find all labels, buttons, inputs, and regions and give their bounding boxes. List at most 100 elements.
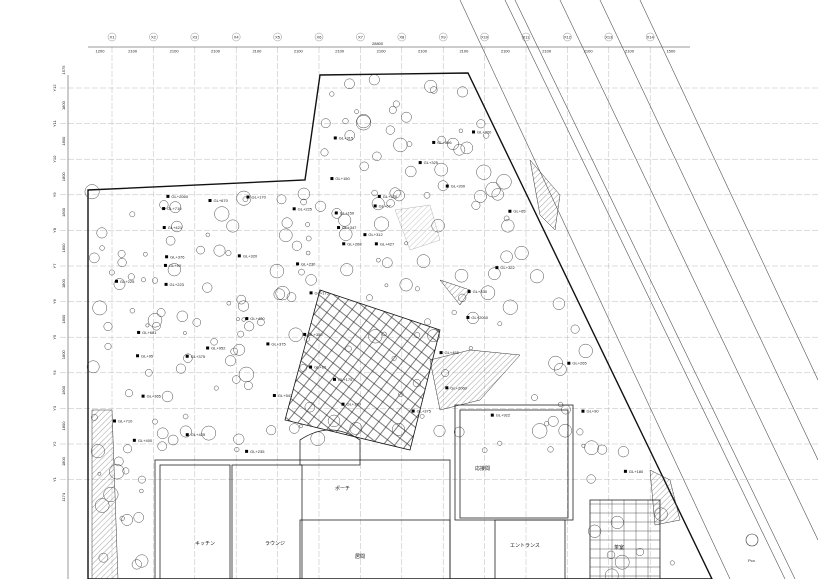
level-marker-icon	[334, 211, 338, 215]
level-label: GL+425	[191, 432, 206, 437]
grid-label-x: X13	[605, 35, 613, 40]
grid-label-y: Y7	[52, 263, 57, 269]
level-marker-icon	[581, 409, 585, 413]
level-label: GL+67	[379, 203, 392, 208]
grid-bubble-x	[107, 32, 117, 42]
tree-symbol	[451, 309, 457, 316]
tree-symbol	[109, 464, 125, 480]
tree-symbol	[339, 227, 353, 241]
grid-label-x: X1	[110, 35, 116, 40]
tree-symbol	[388, 106, 397, 114]
tree-symbol	[345, 345, 352, 353]
grid-label-x: X6	[317, 35, 323, 40]
total-dimension: 28800	[372, 41, 384, 46]
level-marker-icon	[112, 419, 116, 423]
tree-symbol	[502, 299, 518, 315]
tree-symbol	[179, 425, 192, 438]
level-label: GL+2060	[471, 315, 488, 320]
grid-label-x: X10	[481, 35, 489, 40]
level-marker-icon	[373, 204, 377, 208]
tree-symbol	[213, 244, 226, 257]
grid-label-x: X7	[358, 35, 364, 40]
dimension-x: 2100	[542, 49, 552, 54]
grid-bubble-x	[563, 32, 572, 42]
grid-bubble-x	[356, 32, 365, 42]
grid-label-x: X14	[647, 35, 655, 40]
tree-symbol	[384, 283, 389, 288]
tree-symbol	[576, 428, 584, 436]
site-boundary	[87, 72, 713, 579]
tree-symbol	[286, 292, 297, 302]
tree-symbol	[113, 278, 126, 290]
tree-symbol	[669, 560, 675, 566]
tree-symbol	[552, 297, 566, 310]
tree-symbol	[548, 355, 563, 371]
tree-symbol	[405, 165, 417, 178]
dimension-y: 1800	[61, 100, 66, 110]
level-label: GL+235	[250, 449, 265, 454]
tree-symbol	[458, 293, 467, 302]
tree-symbol	[617, 446, 629, 458]
tree-symbol	[117, 250, 126, 258]
tree-symbol	[84, 184, 100, 200]
tree-symbol	[238, 366, 255, 383]
tree-symbol	[503, 215, 510, 222]
grid-bubble-x	[646, 32, 655, 42]
tree-symbol	[161, 390, 174, 403]
level-label: GL+175	[338, 377, 353, 382]
tree-symbol	[406, 141, 413, 147]
level-marker-icon	[185, 433, 189, 437]
tree-symbol	[131, 559, 142, 570]
tree-symbol	[497, 321, 503, 327]
level-marker-icon	[185, 354, 189, 358]
grid-bubble-x	[273, 32, 282, 42]
grid-label-y: Y11	[52, 119, 57, 127]
level-label: GL+670	[214, 198, 229, 203]
room-reception: 応接間	[475, 465, 490, 472]
tree-symbol	[169, 201, 182, 214]
tree-symbol	[423, 192, 431, 199]
tree-symbol	[157, 441, 167, 451]
tree-symbol	[374, 216, 389, 232]
level-marker-icon	[245, 449, 249, 453]
level-marker-icon	[136, 354, 140, 358]
tree-symbol	[156, 308, 166, 317]
level-marker-icon	[162, 207, 166, 211]
level-label: GL+365	[147, 394, 162, 399]
tree-symbol	[458, 128, 464, 133]
dimension-y: 1800	[61, 207, 66, 217]
tree-symbol	[145, 323, 150, 328]
level-marker-icon	[165, 255, 169, 259]
level-label: GL+375	[271, 341, 286, 346]
grid-bubble-x	[439, 32, 448, 42]
tree-symbol	[476, 164, 492, 180]
tree-symbol	[98, 552, 109, 563]
level-label: GL+230	[301, 261, 316, 266]
level-marker-icon	[418, 161, 422, 165]
tree-symbol	[121, 514, 133, 526]
level-label: GL+315	[339, 135, 354, 140]
tree-symbol	[125, 389, 133, 398]
tree-symbol	[553, 363, 567, 376]
tree-symbol	[236, 190, 252, 206]
tree-symbol	[91, 414, 98, 421]
tree-symbol	[344, 78, 355, 90]
tree-symbol	[547, 415, 559, 427]
grid-label-y: Y1	[52, 476, 57, 482]
level-label: GL+322	[500, 265, 515, 270]
dimension-x: 2100	[584, 49, 594, 54]
tree-symbol	[586, 474, 596, 484]
level-marker-icon	[166, 194, 170, 198]
tree-symbol	[419, 413, 425, 419]
tree-symbol	[210, 338, 218, 346]
tree-symbol	[315, 200, 327, 212]
tree-symbol	[123, 444, 133, 454]
level-label: GL+710	[118, 418, 133, 423]
tree-symbol	[368, 329, 383, 344]
tree-symbol	[344, 130, 356, 141]
tree-symbol	[581, 443, 586, 448]
level-marker-icon	[115, 279, 119, 283]
tree-symbol	[430, 86, 438, 94]
tree-symbol	[414, 332, 421, 339]
